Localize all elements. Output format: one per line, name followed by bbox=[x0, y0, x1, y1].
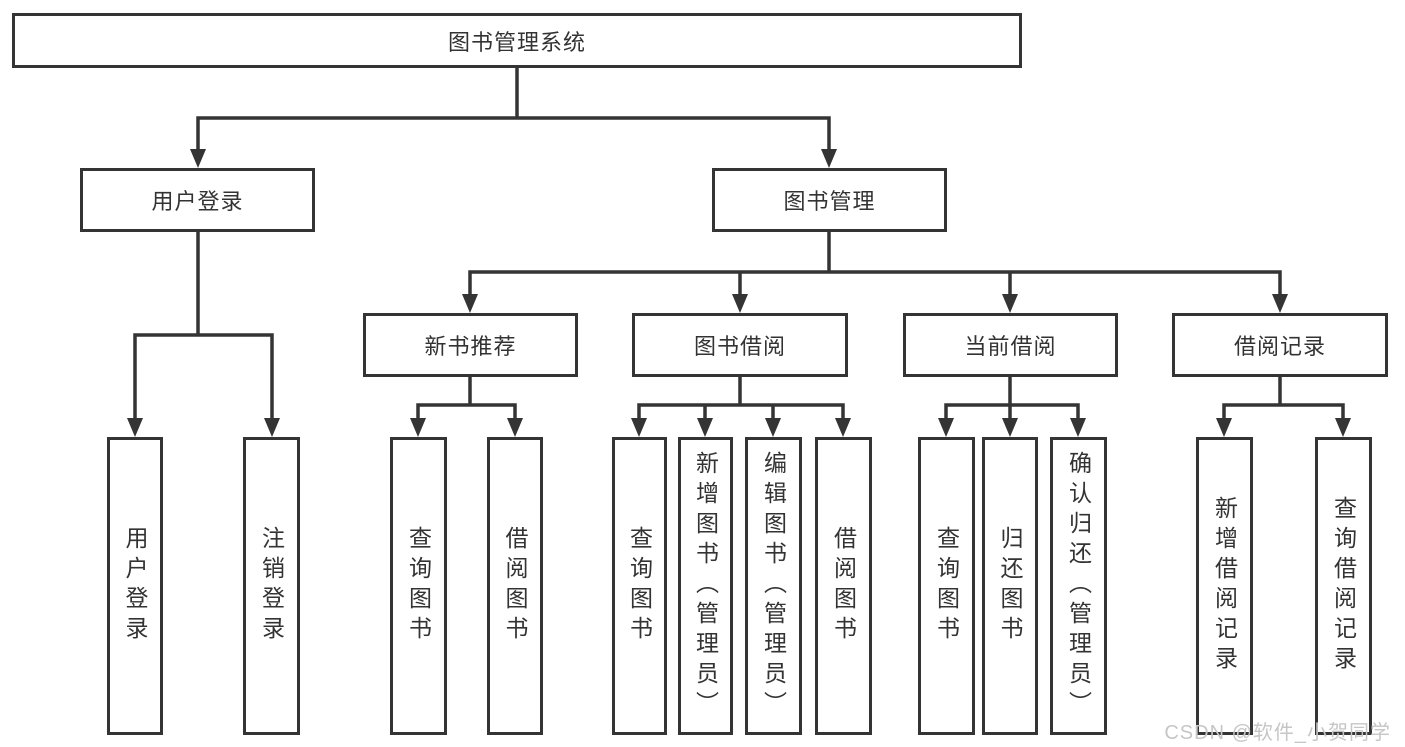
node-book-management: 图书管理 bbox=[712, 168, 947, 232]
leaf-query-books-c-label: 查询图书 bbox=[933, 526, 960, 646]
leaf-borrow-books-b-label: 借阅图书 bbox=[830, 526, 857, 646]
leaf-return-books: 归还图书 bbox=[982, 437, 1038, 735]
node-new-book-recommendation-label: 新书推荐 bbox=[424, 334, 517, 359]
leaf-user-login-label: 用户登录 bbox=[122, 526, 148, 646]
leaf-logout-label: 注销登录 bbox=[258, 526, 285, 646]
leaf-borrow-books-b: 借阅图书 bbox=[815, 437, 872, 735]
csdn-watermark: CSDN @软件_小贺同学 bbox=[1164, 722, 1391, 744]
node-root-label: 图书管理系统 bbox=[447, 29, 586, 55]
leaf-confirm-return-admin: 确认归还（管理员） bbox=[1050, 437, 1107, 735]
leaf-borrow-books-a: 借阅图书 bbox=[487, 437, 543, 735]
node-borrowing-records-label: 借阅记录 bbox=[1233, 334, 1326, 359]
node-borrowing-records: 借阅记录 bbox=[1172, 313, 1388, 377]
leaf-logout: 注销登录 bbox=[243, 437, 300, 735]
node-book-borrowing-label: 图书借阅 bbox=[693, 334, 786, 359]
leaf-query-books-a: 查询图书 bbox=[390, 437, 447, 735]
leaf-add-borrow-record: 新增借阅记录 bbox=[1196, 437, 1253, 735]
leaf-add-books-admin-label: 新增图书（管理员） bbox=[692, 451, 719, 721]
node-user-login-label: 用户登录 bbox=[151, 189, 244, 214]
leaf-query-books-b: 查询图书 bbox=[612, 437, 667, 735]
leaf-borrow-books-a-label: 借阅图书 bbox=[502, 526, 528, 646]
leaf-add-books-admin: 新增图书（管理员） bbox=[678, 437, 733, 735]
arrowheads bbox=[127, 149, 1351, 437]
leaf-add-borrow-record-label: 新增借阅记录 bbox=[1211, 496, 1238, 676]
leaf-query-books-a-label: 查询图书 bbox=[405, 526, 432, 646]
leaf-return-books-label: 归还图书 bbox=[997, 526, 1023, 646]
leaf-query-books-b-label: 查询图书 bbox=[626, 526, 653, 646]
leaf-query-borrow-record-label: 查询借阅记录 bbox=[1330, 496, 1357, 676]
leaf-edit-books-admin-label: 编辑图书（管理员） bbox=[760, 451, 787, 721]
node-book-borrowing: 图书借阅 bbox=[632, 313, 848, 377]
leaf-confirm-return-admin-label: 确认归还（管理员） bbox=[1065, 451, 1092, 721]
leaf-query-borrow-record: 查询借阅记录 bbox=[1315, 437, 1372, 735]
node-current-borrowing: 当前借阅 bbox=[903, 313, 1118, 377]
node-current-borrowing-label: 当前借阅 bbox=[964, 334, 1057, 359]
node-new-book-recommendation: 新书推荐 bbox=[363, 313, 578, 377]
node-book-management-label: 图书管理 bbox=[783, 189, 876, 214]
node-root: 图书管理系统 bbox=[12, 13, 1022, 68]
leaf-user-login: 用户登录 bbox=[107, 437, 163, 735]
leaf-edit-books-admin: 编辑图书（管理员） bbox=[745, 437, 802, 735]
leaf-query-books-c: 查询图书 bbox=[918, 437, 975, 735]
node-user-login: 用户登录 bbox=[80, 168, 315, 232]
